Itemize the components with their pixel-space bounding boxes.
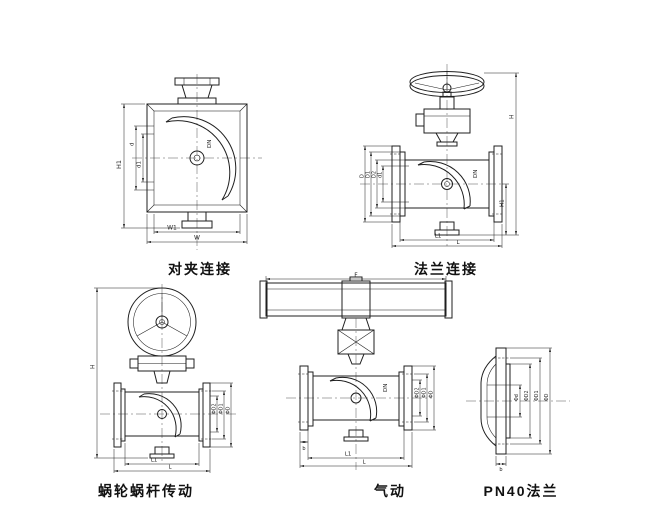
- dimension-H: H: [459, 72, 519, 236]
- dimension-H1: H1: [115, 103, 180, 229]
- centerlines: [286, 318, 432, 470]
- dim-label-d: d: [130, 143, 136, 147]
- valve-body: [390, 145, 504, 236]
- dim-label-D1: D1: [366, 171, 372, 178]
- dimension-b: b: [495, 456, 507, 473]
- dimension-H: H: [90, 287, 160, 459]
- dim-label-d1: d1: [137, 161, 143, 168]
- dim-label-L: L: [362, 460, 366, 466]
- centerlines: [132, 74, 262, 250]
- pneumatic-valve-drawing: F: [259, 272, 453, 470]
- handwheel: [409, 71, 485, 98]
- dim-label-phiD2: ΦD2: [212, 403, 218, 414]
- dim-label-phiD: ΦD: [226, 406, 232, 414]
- pn40-flange-drawing: Φd ΦD2 ΦD1 ΦD b: [466, 347, 570, 473]
- dimension-L: L: [113, 449, 211, 473]
- dim-label-DN: DN: [383, 384, 389, 392]
- dim-label-L: L: [456, 240, 460, 246]
- dimension-H1: H1: [500, 183, 509, 235]
- dim-label-DN: DN: [207, 140, 213, 148]
- gearbox: [415, 96, 471, 147]
- dimension-b: b: [299, 428, 309, 468]
- flange-section: [480, 347, 512, 455]
- figure-pn40-flange: Φd ΦD2 ΦD1 ΦD b: [464, 338, 574, 473]
- dim-label-b: b: [302, 446, 305, 452]
- dim-label-D2: D2: [372, 171, 378, 178]
- dimension-L1: L1: [399, 218, 495, 242]
- dimension-W1: W1: [153, 214, 241, 234]
- dimension-d1: d1: [137, 133, 154, 183]
- wafer-valve-drawing: H1 d d1 DN W1: [115, 74, 262, 250]
- dim-label-phiD2: ΦD2: [524, 390, 530, 401]
- dim-label-F: F: [354, 272, 358, 279]
- dimension-phi-group: ΦD2 ΦD1 ΦD: [210, 382, 233, 448]
- centerlines: [100, 284, 236, 462]
- dim-label-L1: L1: [151, 458, 158, 464]
- dim-label-H: H: [90, 364, 97, 369]
- dim-label-W1: W1: [167, 225, 177, 232]
- dim-label-phiD1: ΦD1: [219, 403, 225, 414]
- dim-label-phiD1: ΦD1: [422, 387, 428, 398]
- dim-label-H: H: [509, 114, 516, 119]
- dim-label-W: W: [194, 235, 200, 242]
- valve-body: [298, 365, 414, 442]
- dimension-W: W: [146, 214, 248, 244]
- flanged-valve-drawing: D D1 D2 d1 DN H: [360, 64, 519, 248]
- worm-gearbox: [129, 355, 195, 384]
- dim-label-L: L: [168, 465, 172, 471]
- dimension-L: L: [391, 224, 503, 248]
- dimension-phi-group: Φd ΦD2 ΦD1 ΦD: [487, 347, 552, 455]
- dimension-L: L: [300, 432, 413, 468]
- actuator-cylinder: [259, 276, 453, 319]
- dimension-D-group: D D1 D2 d1: [360, 145, 409, 223]
- dimension-F: F: [265, 272, 447, 283]
- dim-label-H1: H1: [115, 160, 123, 169]
- caption-pn40-flange: PN40法兰: [483, 483, 559, 499]
- dim-label-phiD: ΦD: [544, 393, 550, 401]
- valve-body: [146, 77, 248, 229]
- figure-wafer-connection: H1 d d1 DN W1: [112, 74, 272, 252]
- dim-label-phid: Φd: [514, 394, 520, 401]
- dimension-phi-group: ΦD2 ΦD1 ΦD: [412, 365, 436, 431]
- dim-label-d1: d1: [378, 172, 384, 178]
- dimension-d: d: [130, 125, 154, 191]
- caption-flange-connection: 法兰连接: [414, 261, 478, 277]
- caption-pneumatic: 气动: [374, 483, 406, 499]
- valve-body: [112, 382, 212, 459]
- dim-label-DN: DN: [473, 170, 479, 178]
- dim-label-L1: L1: [435, 234, 442, 240]
- dim-label-L1: L1: [345, 452, 352, 458]
- dim-label-D: D: [360, 174, 366, 178]
- figure-worm-gear: H ΦD2 ΦD1 ΦD L1: [84, 284, 244, 474]
- dim-label-b: b: [499, 467, 502, 473]
- caption-wafer-connection: 对夹连接: [168, 261, 232, 277]
- caption-worm-gear: 蜗轮蜗杆传动: [98, 483, 194, 499]
- dimension-L1: L1: [124, 443, 200, 466]
- dim-label-phiD2: ΦD2: [415, 387, 421, 398]
- dim-label-phiD1: ΦD1: [534, 390, 540, 401]
- dim-label-phiD: ΦD: [429, 390, 435, 398]
- dim-label-H1: H1: [500, 199, 506, 207]
- worm-gear-valve-drawing: H ΦD2 ΦD1 ΦD L1: [90, 284, 236, 473]
- dimension-L1: L1: [308, 428, 405, 460]
- figure-flange-connection: D D1 D2 d1 DN H: [352, 64, 522, 248]
- figure-pneumatic: F: [256, 272, 456, 477]
